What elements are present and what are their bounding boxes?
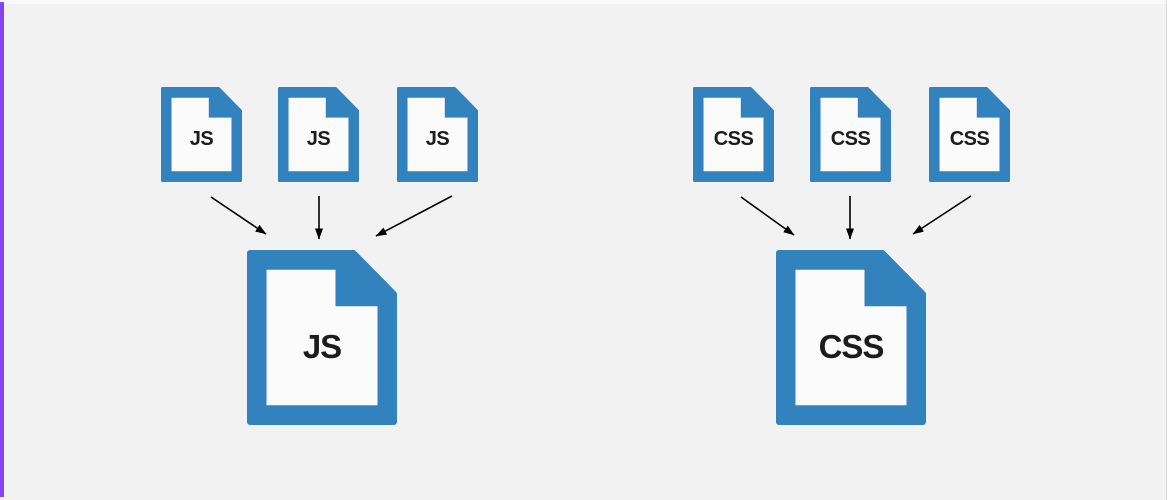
file-type-label: JS xyxy=(306,128,331,151)
file-type-label: CSS xyxy=(830,128,871,151)
document-with-folded-corner-icon xyxy=(161,87,242,182)
window-top-edge xyxy=(0,0,1166,4)
css-arrow-left xyxy=(740,196,795,236)
document-with-folded-corner-icon xyxy=(278,87,359,182)
js-source-file-icon-3: JS xyxy=(397,87,478,182)
file-type-label: CSS xyxy=(818,328,885,366)
document-with-folded-corner-icon xyxy=(397,87,478,182)
js-source-file-icon-2: JS xyxy=(278,87,359,182)
css-source-file-icon-2: CSS xyxy=(810,87,891,182)
file-type-label: JS xyxy=(425,128,450,151)
js-source-file-icon-1: JS xyxy=(161,87,242,182)
document-with-folded-corner-icon xyxy=(929,87,1010,182)
file-type-label: JS xyxy=(189,128,214,151)
file-type-label: CSS xyxy=(713,128,754,151)
js-arrow-left xyxy=(210,196,267,235)
css-bundle-file-icon: CSS xyxy=(776,250,926,425)
css-source-file-icon-3: CSS xyxy=(929,87,1010,182)
js-bundle-file-icon: JS xyxy=(247,250,397,425)
document-with-folded-corner-icon xyxy=(247,250,397,425)
document-with-folded-corner-icon xyxy=(810,87,891,182)
document-with-folded-corner-icon xyxy=(776,250,926,425)
css-source-file-icon-1: CSS xyxy=(693,87,774,182)
document-with-folded-corner-icon xyxy=(693,87,774,182)
js-arrow-right xyxy=(375,195,453,237)
window-left-accent-border xyxy=(0,2,4,497)
css-arrow-right xyxy=(912,195,972,235)
file-type-label: CSS xyxy=(949,128,990,151)
file-type-label: JS xyxy=(302,328,342,366)
